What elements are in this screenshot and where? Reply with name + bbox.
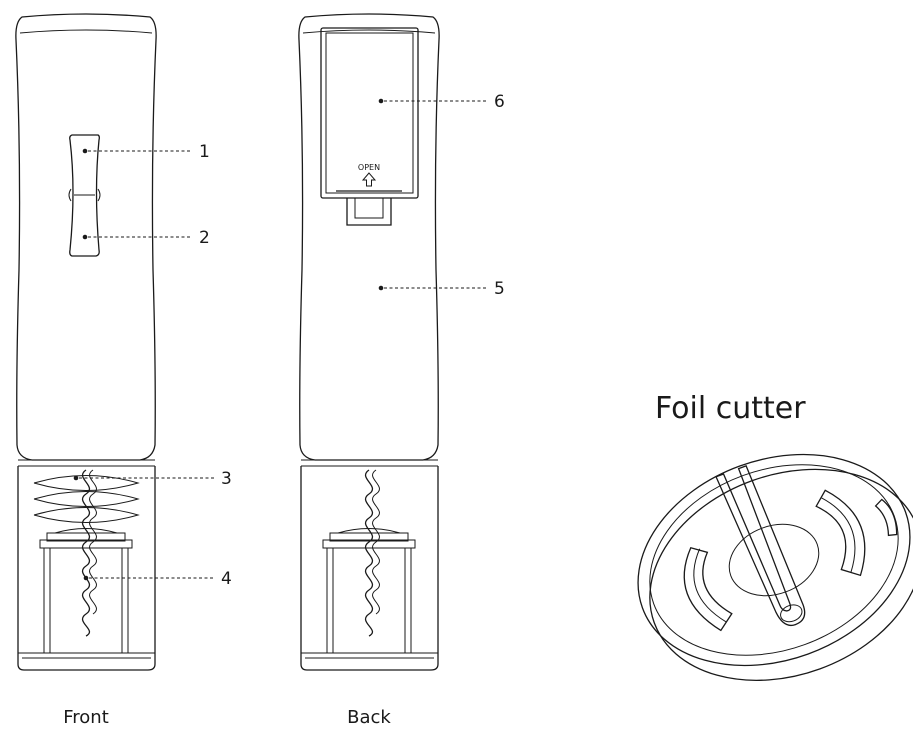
callout-1-label: 1: [199, 142, 210, 162]
foil-cutter-title: Foil cutter: [655, 391, 806, 426]
front-clear-housing: [17, 466, 156, 671]
callout-4: 4: [83, 569, 232, 589]
callout-6-label: 6: [494, 92, 505, 112]
open-label: OPEN: [358, 163, 380, 172]
callout-2-label: 2: [199, 228, 210, 248]
back-view: OPEN: [298, 13, 440, 671]
callout-3-label: 3: [221, 469, 232, 489]
back-body: [298, 13, 440, 461]
open-arrow-icon: [361, 172, 377, 187]
battery-cover: [320, 27, 419, 199]
foil-cutter: [637, 453, 913, 681]
callout-5-label: 5: [494, 279, 505, 299]
rocker-switch: [69, 134, 100, 257]
cover-latch: [346, 198, 392, 226]
callout-4-label: 4: [221, 569, 232, 589]
callout-1: 1: [82, 142, 210, 162]
front-caption: Front: [63, 707, 109, 728]
callout-2: 2: [82, 228, 210, 248]
front-view: [15, 13, 157, 671]
front-body: [15, 13, 157, 461]
callout-6: 6: [378, 92, 505, 112]
front-worm: [81, 469, 91, 637]
callout-3: 3: [73, 469, 232, 489]
callout-5: 5: [378, 279, 505, 299]
back-caption: Back: [347, 707, 391, 728]
